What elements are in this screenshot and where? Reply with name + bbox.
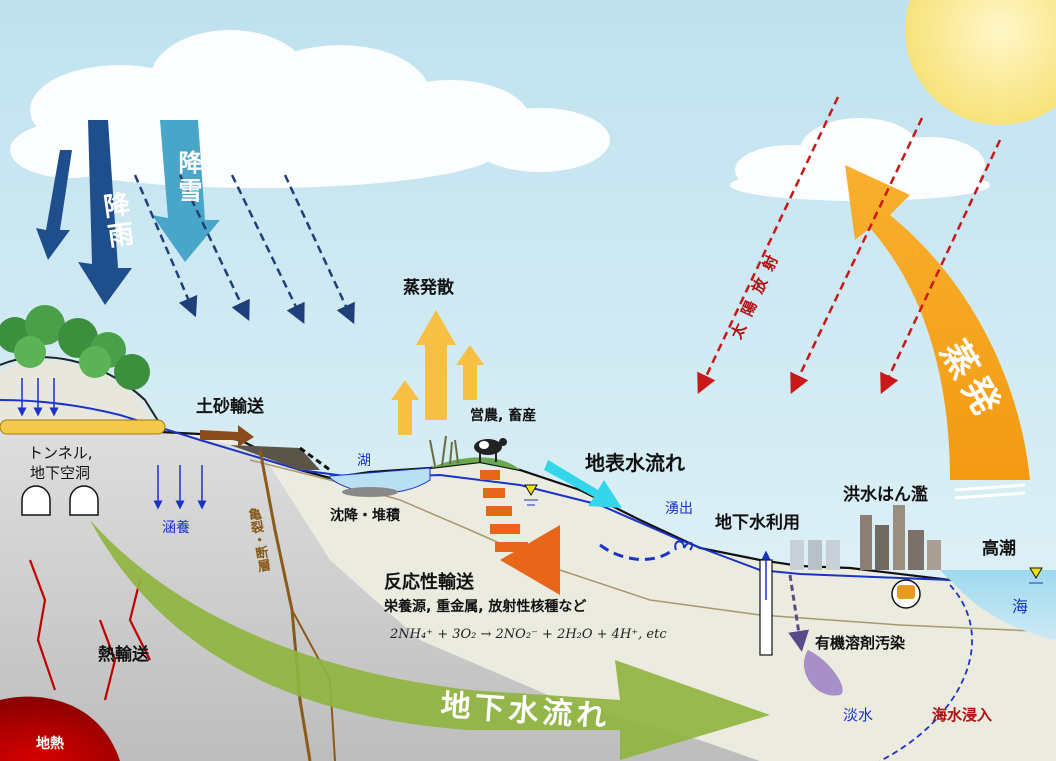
crops	[429, 435, 459, 467]
surface-flow-arrow	[544, 460, 622, 508]
tunnel-pipe	[0, 419, 166, 435]
sediment-wedge	[230, 445, 320, 470]
sediment-transport-arrow	[200, 425, 254, 447]
recharge-arrows	[153, 465, 207, 510]
heat-cracks	[28, 559, 151, 701]
tunnel-label: トンネル,	[28, 444, 92, 462]
rain-cloud	[10, 30, 610, 188]
lake-sediment	[342, 487, 398, 497]
gw-use-label: 地下水利用	[715, 512, 800, 533]
snow-arrow	[152, 120, 220, 262]
solvent-path	[788, 574, 810, 652]
sea-label: 海	[1012, 597, 1028, 616]
evapotranspiration-arrows	[391, 310, 484, 435]
reaction-equation: 2NH₄⁺ + 3O₂ → 2NO₂⁻ + 2H₂O + 4H⁺, etc	[389, 627, 667, 642]
water-table-marker-inland	[524, 484, 538, 506]
seawater-intrusion-label: 海水浸入	[932, 706, 992, 724]
high-tide-label: 高潮	[982, 538, 1016, 559]
subway-tunnel	[891, 579, 921, 609]
evaporation-arrow	[845, 165, 1030, 480]
cow	[474, 438, 507, 462]
geothermal-zone	[0, 696, 120, 761]
sun	[905, 0, 1056, 125]
tunnel-cross-sections	[21, 485, 99, 516]
city-buildings	[790, 505, 941, 570]
lake-label: 湖	[357, 453, 371, 469]
evapotranspiration-label: 蒸発散	[403, 277, 455, 298]
rain-arrows	[36, 120, 132, 305]
hill-recharge-arrows	[17, 378, 59, 417]
forest	[0, 305, 150, 390]
reactive-transport-label: 反応性輸送	[384, 571, 475, 593]
freshwater-label: 淡水	[843, 706, 873, 724]
water-table-marker-sea	[1029, 567, 1043, 584]
heat-transport-label: 熱輸送	[98, 644, 150, 665]
cavity-label: 地下空洞	[30, 464, 90, 482]
pasture	[430, 457, 520, 470]
dashed-rain-arrows	[133, 174, 355, 325]
recharge-label: 涵養	[162, 519, 190, 536]
spring-flow-arrow	[599, 543, 671, 561]
snow-label: 降雪	[174, 149, 202, 206]
solvent-plume	[803, 650, 843, 696]
agriculture-label: 営農, 畜産	[470, 407, 536, 424]
spring-label: 湧出	[665, 501, 693, 517]
water-table-line	[0, 399, 1056, 586]
well	[759, 550, 773, 656]
reactive-detail-label: 栄養源, 重金属, 放射性核種など	[383, 598, 586, 615]
evaporation-stripes	[954, 483, 1026, 500]
geothermal-label: 地熱	[36, 735, 64, 752]
spring-icon	[674, 540, 694, 551]
groundwater-flow-arrow	[90, 520, 770, 760]
organic-solvent-label: 有機溶剤汚染	[815, 634, 906, 652]
sedimentation-label: 沈降・堆積	[330, 507, 401, 524]
sediment-dash	[299, 446, 331, 472]
reactive-transport-arrow	[480, 470, 560, 595]
deep-ground	[0, 430, 760, 761]
surface-flow-label: 地表水流れ	[585, 451, 685, 475]
sea	[940, 570, 1056, 640]
flood-label: 洪水はん濫	[843, 484, 928, 505]
sediment-transport-label: 土砂輸送	[196, 396, 265, 417]
solar-radiation-arrows	[697, 96, 1002, 395]
